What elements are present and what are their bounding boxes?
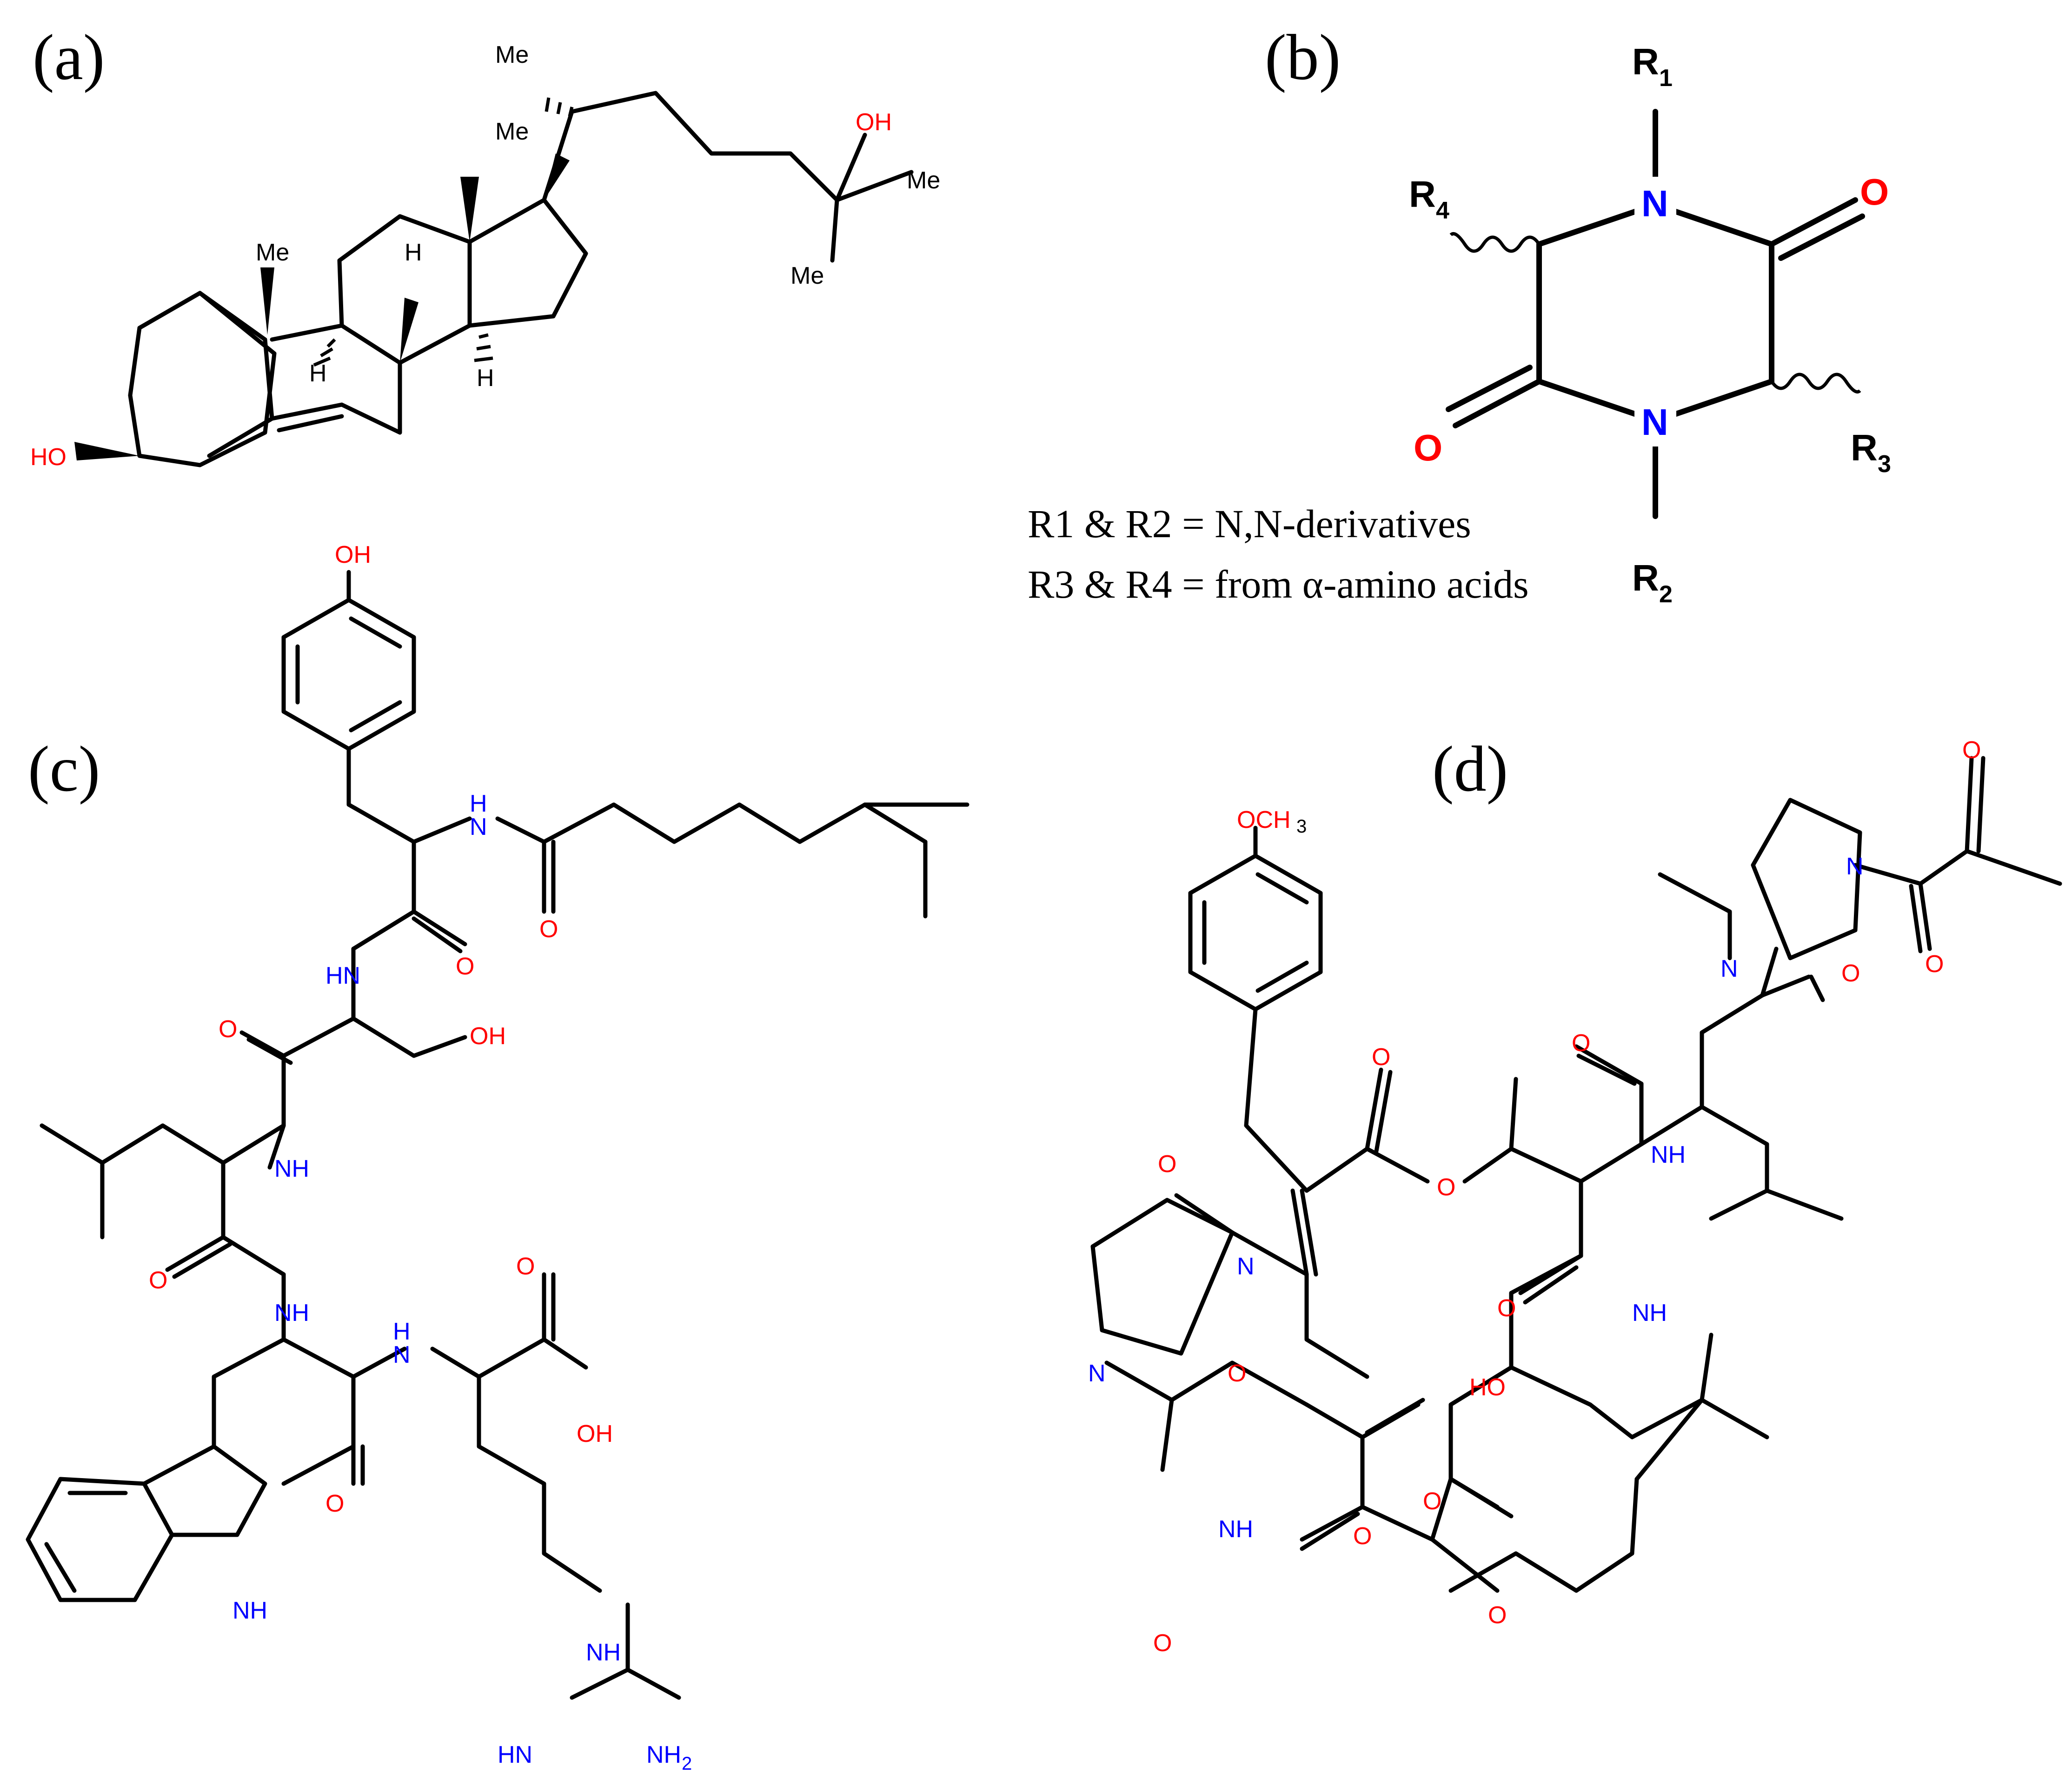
atom-o-d3: O (1572, 1030, 1590, 1057)
svg-text:2: 2 (682, 1753, 692, 1774)
atom-n-d2: N (1846, 853, 1864, 880)
atom-nh-d3: NH (1218, 1516, 1253, 1543)
r-group-r3: R 3 (1851, 427, 1891, 478)
atom-me-a3: Me (495, 41, 529, 68)
atom-oh-c2: OH (470, 1023, 506, 1050)
svg-text:R: R (1632, 557, 1659, 599)
panel-label-d: (d) (1432, 733, 1508, 805)
r-group-r4: R 4 (1409, 173, 1449, 224)
atom-o-d11: O (1153, 1630, 1172, 1657)
atom-h-c5: H (393, 1318, 411, 1345)
atom-o-c1: O (539, 916, 558, 943)
atom-nh-c4: NH (232, 1597, 267, 1624)
atom-o-c4: O (149, 1267, 167, 1294)
hash-bond-a2 (474, 333, 493, 362)
wavy-bond-r3 (1770, 373, 1861, 393)
atom-h-a1: H (405, 239, 422, 266)
panel-label-a: (a) (33, 21, 105, 93)
atom-och3-d: OCH (1237, 806, 1291, 833)
legend-b-line1: R1 & R2 = N,N-derivatives (1028, 501, 1471, 546)
svg-text:3: 3 (1878, 451, 1891, 478)
atom-oh-c1: OH (335, 541, 371, 568)
panel-label-c: (c) (28, 733, 100, 805)
atom-nh-c3: NH (274, 1300, 309, 1326)
atom-o-d2: O (1437, 1174, 1455, 1201)
hash-bond-a3 (545, 97, 574, 117)
atom-me-a1: Me (495, 118, 529, 145)
atom-o-d10: O (1353, 1523, 1372, 1550)
atom-o-d4: O (1841, 960, 1860, 987)
legend-b-line2: R3 & R4 = from α-amino acids (1028, 562, 1529, 606)
atom-o-d12: O (1158, 1151, 1176, 1178)
atom-me-a2: Me (256, 239, 289, 266)
atom-nh-c5: NH (586, 1639, 621, 1666)
svg-text:R: R (1632, 41, 1659, 82)
r-group-r1: R 1 (1632, 41, 1673, 92)
atom-o-c6: O (516, 1253, 535, 1280)
atom-h-a2: H (309, 360, 327, 387)
atom-o-c5: O (325, 1490, 344, 1517)
atom-o-d1: O (1372, 1044, 1390, 1071)
atom-o-c2: O (456, 953, 474, 980)
atom-ho-d1: HO (1469, 1374, 1506, 1401)
structure-d-depsipeptide: OCH 3 O O NH O N O N O O O NH HO O O O N… (1088, 737, 2062, 1657)
atom-o-d13: O (1228, 1360, 1246, 1387)
atom-nh-c1: H (470, 790, 487, 817)
atom-o-b2: O (1414, 427, 1442, 468)
atom-o-d6: O (1925, 951, 1944, 978)
svg-text:2: 2 (1659, 581, 1673, 608)
atom-n-d4: N (1088, 1360, 1106, 1387)
atom-n-c5: N (393, 1341, 411, 1368)
atom-o-c3: O (219, 1016, 237, 1043)
atom-hn-c2: HN (498, 1741, 532, 1768)
atom-hn-c1: HN (325, 962, 360, 989)
atom-n-d1: N (1720, 955, 1738, 982)
svg-text:4: 4 (1436, 197, 1449, 224)
atom-nh-d1: NH (1651, 1141, 1686, 1168)
svg-text:1: 1 (1659, 65, 1673, 92)
atom-o-d8: O (1423, 1488, 1441, 1515)
atom-o-d9: O (1488, 1602, 1507, 1629)
wavy-bond-r4 (1449, 232, 1541, 253)
hash-bond-a1 (313, 338, 336, 367)
atom-nh2-c: NH 2 (646, 1741, 692, 1774)
atom-o-d7: O (1497, 1295, 1516, 1322)
atom-ho-a: HO (30, 444, 66, 471)
atom-nh-c2: NH (274, 1155, 309, 1182)
structure-c-peptide: OH H N O HN O OH O NH O NH O NH H N O OH… (26, 541, 970, 1774)
atom-n-b2: N (1641, 401, 1668, 443)
atom-oh-a: OH (856, 109, 892, 136)
structure-b-diketopiperazine: N N O O R 1 R 2 R 3 R 4 R1 & R2 = N,N-de… (1028, 41, 1891, 608)
atom-n-d3: N (1237, 1253, 1255, 1280)
structure-a-hydroxycholesterol: Me Me Me Me Me H H H OH HO (30, 41, 940, 471)
atom-me-a5: Me (790, 262, 824, 289)
atom-nh-d2: NH (1632, 1300, 1667, 1326)
atom-oh-c3: OH (577, 1420, 613, 1447)
svg-text:NH: NH (646, 1741, 681, 1768)
panel-label-b: (b) (1265, 21, 1341, 93)
svg-text:R: R (1409, 173, 1436, 215)
atom-h-a3: H (477, 365, 494, 392)
atom-o-b1: O (1860, 171, 1889, 213)
atom-och3-sub: 3 (1296, 816, 1307, 837)
r-group-r2: R 2 (1632, 557, 1673, 608)
atom-n-b1: N (1641, 183, 1668, 224)
svg-text:R: R (1851, 427, 1878, 468)
atom-o-d5: O (1962, 737, 1981, 764)
atom-n-c1: N (470, 813, 487, 840)
atom-me-a4: Me (907, 167, 940, 194)
